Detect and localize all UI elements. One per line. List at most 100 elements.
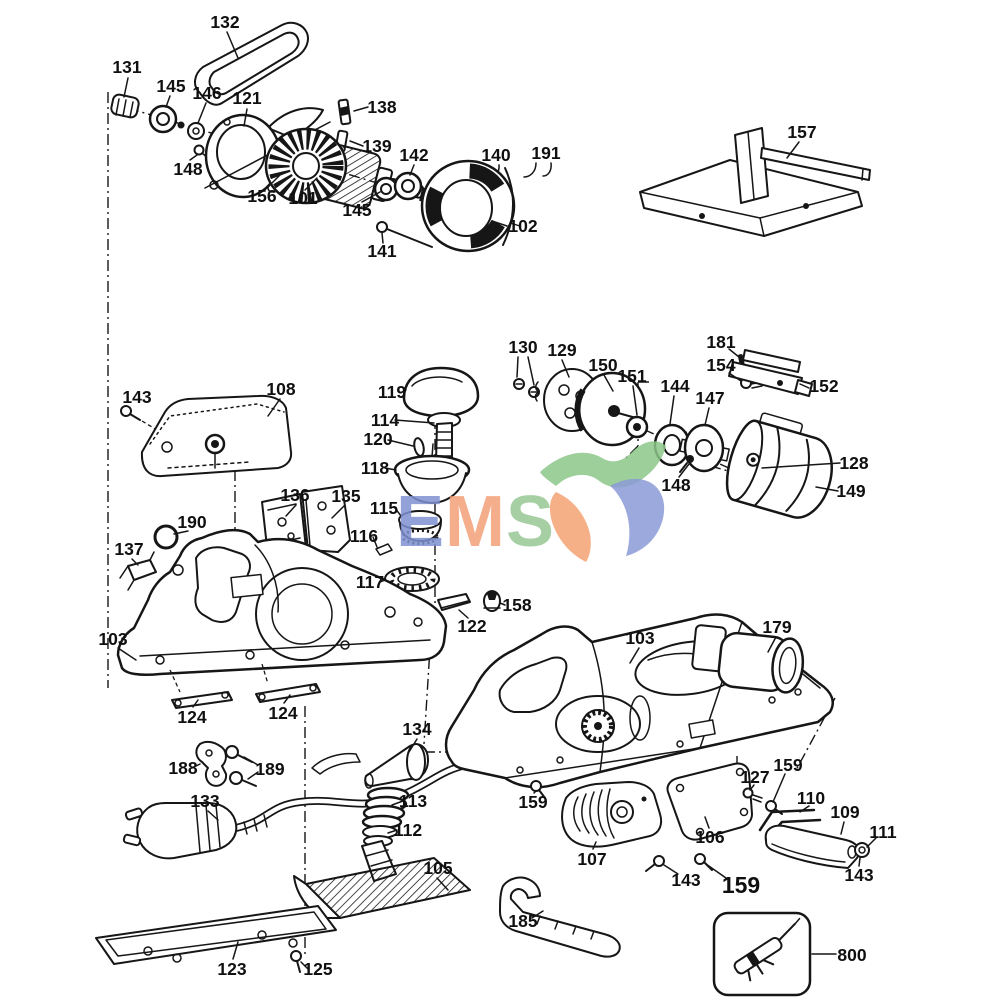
part-102-stator xyxy=(420,159,516,253)
part-callout-109: 109 xyxy=(830,802,859,822)
part-callout-119: 119 xyxy=(378,382,406,402)
part-106-cover-plate xyxy=(666,762,753,841)
part-callout-129: 129 xyxy=(547,340,576,360)
part-116-clip xyxy=(375,543,393,556)
part-callout-143: 143 xyxy=(844,865,873,885)
part-callout-113: 113 xyxy=(399,791,427,811)
part-146-washer xyxy=(177,121,205,140)
part-114-threaded-shaft xyxy=(427,412,461,463)
part-127-screw xyxy=(742,787,763,803)
part-159-screw-b xyxy=(765,800,783,815)
part-158-grommet xyxy=(483,590,501,612)
part-131-bushing xyxy=(110,93,140,119)
part-190-o-ring xyxy=(153,524,179,550)
part-145-bearing-front xyxy=(148,104,178,134)
part-callout-800: 800 xyxy=(837,945,866,965)
part-152-blade-set xyxy=(728,349,813,397)
part-callout-145: 145 xyxy=(156,76,185,96)
part-callout-115: 115 xyxy=(370,498,398,518)
part-callout-143: 143 xyxy=(671,870,700,890)
part-callout-105: 105 xyxy=(423,858,452,878)
part-188-cord-clamp xyxy=(195,740,228,787)
part-132-drive-belt xyxy=(194,21,309,106)
part-callout-179: 179 xyxy=(762,617,791,637)
part-callout-103: 103 xyxy=(625,628,654,648)
part-142-bearing xyxy=(393,171,423,201)
part-callout-120: 120 xyxy=(363,429,392,449)
part-callout-158: 158 xyxy=(502,595,531,615)
part-callout-124: 124 xyxy=(268,703,297,723)
part-callout-128: 128 xyxy=(839,453,868,473)
part-118-bell xyxy=(393,443,471,504)
part-137-clip xyxy=(119,551,157,591)
leader-lines xyxy=(117,31,877,970)
part-185-wrench xyxy=(499,876,621,958)
part-callout-101: 101 xyxy=(288,188,317,208)
part-callout-185: 185 xyxy=(508,911,537,931)
part-callout-145: 145 xyxy=(342,200,371,220)
part-callout-190: 190 xyxy=(177,512,206,532)
part-callout-149: 149 xyxy=(836,481,865,501)
part-callout-141: 141 xyxy=(367,241,396,261)
part-callout-124: 124 xyxy=(177,707,206,727)
part-callout-156: 156 xyxy=(247,186,276,206)
part-callout-118: 118 xyxy=(361,458,389,478)
watermark-swoosh-green xyxy=(540,441,666,488)
part-callout-181: 181 xyxy=(706,332,735,352)
part-callout-146: 146 xyxy=(192,83,221,103)
part-callout-130: 130 xyxy=(508,337,537,357)
part-119-knob-cap xyxy=(402,366,480,418)
part-113-spring xyxy=(361,786,410,830)
part-callout-125: 125 xyxy=(303,959,332,979)
part-callout-102: 102 xyxy=(508,216,537,236)
part-callout-159: 159 xyxy=(773,755,802,775)
part-callout-150: 150 xyxy=(588,355,617,375)
part-138-brush-cap xyxy=(337,98,352,126)
part-callout-142: 142 xyxy=(399,145,428,165)
part-callout-159: 159 xyxy=(518,792,547,812)
part-callout-132: 132 xyxy=(210,12,239,32)
part-156-fan xyxy=(264,127,348,205)
part-109-guard-plate xyxy=(764,824,861,869)
part-108-top-cover xyxy=(140,394,293,478)
part-callout-117: 117 xyxy=(356,572,384,592)
part-callout-188: 188 xyxy=(168,758,197,778)
part-141-through-bolt xyxy=(376,221,433,248)
part-124-plate-right xyxy=(255,663,321,703)
watermark-text: EMS xyxy=(396,482,555,562)
part-callout-159: 159 xyxy=(722,872,760,898)
part-191-brush-holder xyxy=(523,162,552,178)
part-callout-189: 189 xyxy=(255,759,284,779)
part-callout-108: 108 xyxy=(266,379,295,399)
part-159-screw-c xyxy=(694,853,713,871)
part-124-plate-left xyxy=(169,669,233,709)
watermark-swoosh-orange xyxy=(549,492,591,562)
part-callout-114: 114 xyxy=(371,410,399,430)
part-callout-140: 140 xyxy=(481,145,510,165)
part-callout-123: 123 xyxy=(217,959,246,979)
part-callout-111: 111 xyxy=(869,822,897,842)
part-callout-131: 131 xyxy=(112,57,141,77)
part-callout-143: 143 xyxy=(122,387,151,407)
part-callout-191: 191 xyxy=(531,143,560,163)
part-callout-152: 152 xyxy=(809,376,838,396)
part-callout-147: 147 xyxy=(695,388,724,408)
part-120-pin xyxy=(413,437,425,457)
part-callout-106: 106 xyxy=(695,827,724,847)
part-callout-112: 112 xyxy=(394,820,422,840)
part-callout-148: 148 xyxy=(661,475,690,495)
ems-watermark: EMS xyxy=(396,441,666,562)
part-callout-137: 137 xyxy=(114,539,143,559)
part-callout-136: 136 xyxy=(280,485,309,505)
part-callout-139: 139 xyxy=(362,136,391,156)
part-callout-116: 116 xyxy=(350,526,378,546)
part-callout-133: 133 xyxy=(190,791,219,811)
part-105-front-shoe xyxy=(293,840,471,919)
part-143-screw-center xyxy=(645,855,665,872)
part-callout-148: 148 xyxy=(173,159,202,179)
part-callout-103: 103 xyxy=(98,629,127,649)
part-157-guide-fence xyxy=(639,127,871,237)
